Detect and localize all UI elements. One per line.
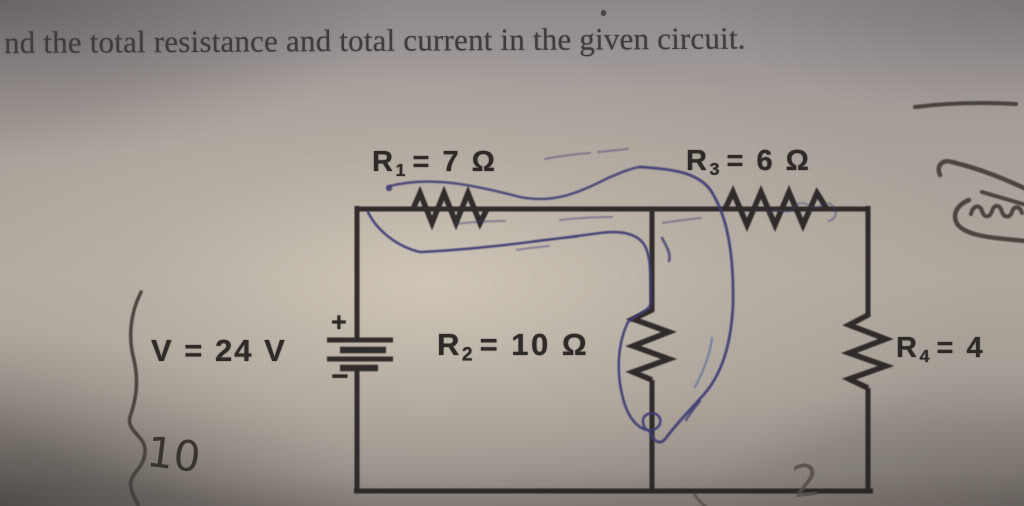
stray-ink-dot bbox=[601, 10, 606, 16]
pencil-line-top-right bbox=[913, 101, 1018, 109]
pen-slash bbox=[684, 399, 702, 422]
r4-subscript: 4 bbox=[919, 346, 930, 367]
pencil-comma-mark bbox=[692, 491, 708, 506]
r1-subscript: 1 bbox=[395, 160, 406, 181]
r4-label: R4 = 4 bbox=[896, 332, 985, 367]
r1-symbol: R bbox=[372, 146, 396, 178]
pen-small-arc bbox=[827, 201, 837, 223]
voltage-label: V = 24 V bbox=[151, 333, 287, 368]
pen-inner-strand bbox=[693, 336, 714, 389]
r4-symbol: R bbox=[896, 332, 920, 364]
handwritten-note-2: 2 bbox=[789, 454, 823, 506]
printed-circuit-lines bbox=[327, 184, 895, 494]
pencil-hook-curve bbox=[936, 159, 1024, 191]
r2-symbol: R bbox=[437, 327, 462, 362]
r3-resistor-symbol bbox=[722, 184, 830, 233]
pen-r3-overdraw bbox=[766, 201, 824, 217]
handwritten-brace bbox=[127, 290, 147, 506]
pencil-zigzag-scribble bbox=[969, 203, 1024, 219]
r3-label: R3 = 6 Ω bbox=[686, 145, 811, 180]
handwritten-note-10: 10 bbox=[144, 426, 204, 483]
pen-inner-loop bbox=[366, 210, 662, 434]
pencil-short-line bbox=[980, 190, 1024, 207]
r3-subscript: 3 bbox=[709, 159, 720, 180]
battery-plus-sign: + bbox=[331, 307, 347, 337]
pen-tick bbox=[660, 236, 671, 263]
pen-upper-sweep bbox=[388, 165, 642, 201]
pen-faint-dashes bbox=[454, 148, 702, 251]
r1-value: = 7 Ω bbox=[412, 146, 498, 178]
r2-value: = 10 Ω bbox=[479, 327, 590, 362]
pencil-paren bbox=[952, 197, 1024, 244]
r4-value: = 4 bbox=[936, 332, 986, 364]
pen-start-dot bbox=[385, 184, 393, 192]
battery-minus-sign: − bbox=[331, 360, 349, 393]
r2-subscript: 2 bbox=[461, 344, 473, 366]
r4-resistor-symbol bbox=[840, 312, 895, 391]
r2-resistor-symbol bbox=[625, 307, 678, 383]
blue-pen-annotation bbox=[366, 148, 837, 444]
battery-symbol bbox=[327, 337, 393, 372]
r3-value: = 6 Ω bbox=[726, 145, 812, 177]
r2-label: R2 = 10 Ω bbox=[437, 327, 589, 366]
r1-resistor-symbol bbox=[410, 185, 490, 231]
r1-label: R1 = 7 Ω bbox=[372, 146, 497, 181]
pencil-marks bbox=[127, 101, 1024, 506]
pen-big-arc bbox=[638, 165, 735, 444]
r3-symbol: R bbox=[686, 145, 710, 177]
